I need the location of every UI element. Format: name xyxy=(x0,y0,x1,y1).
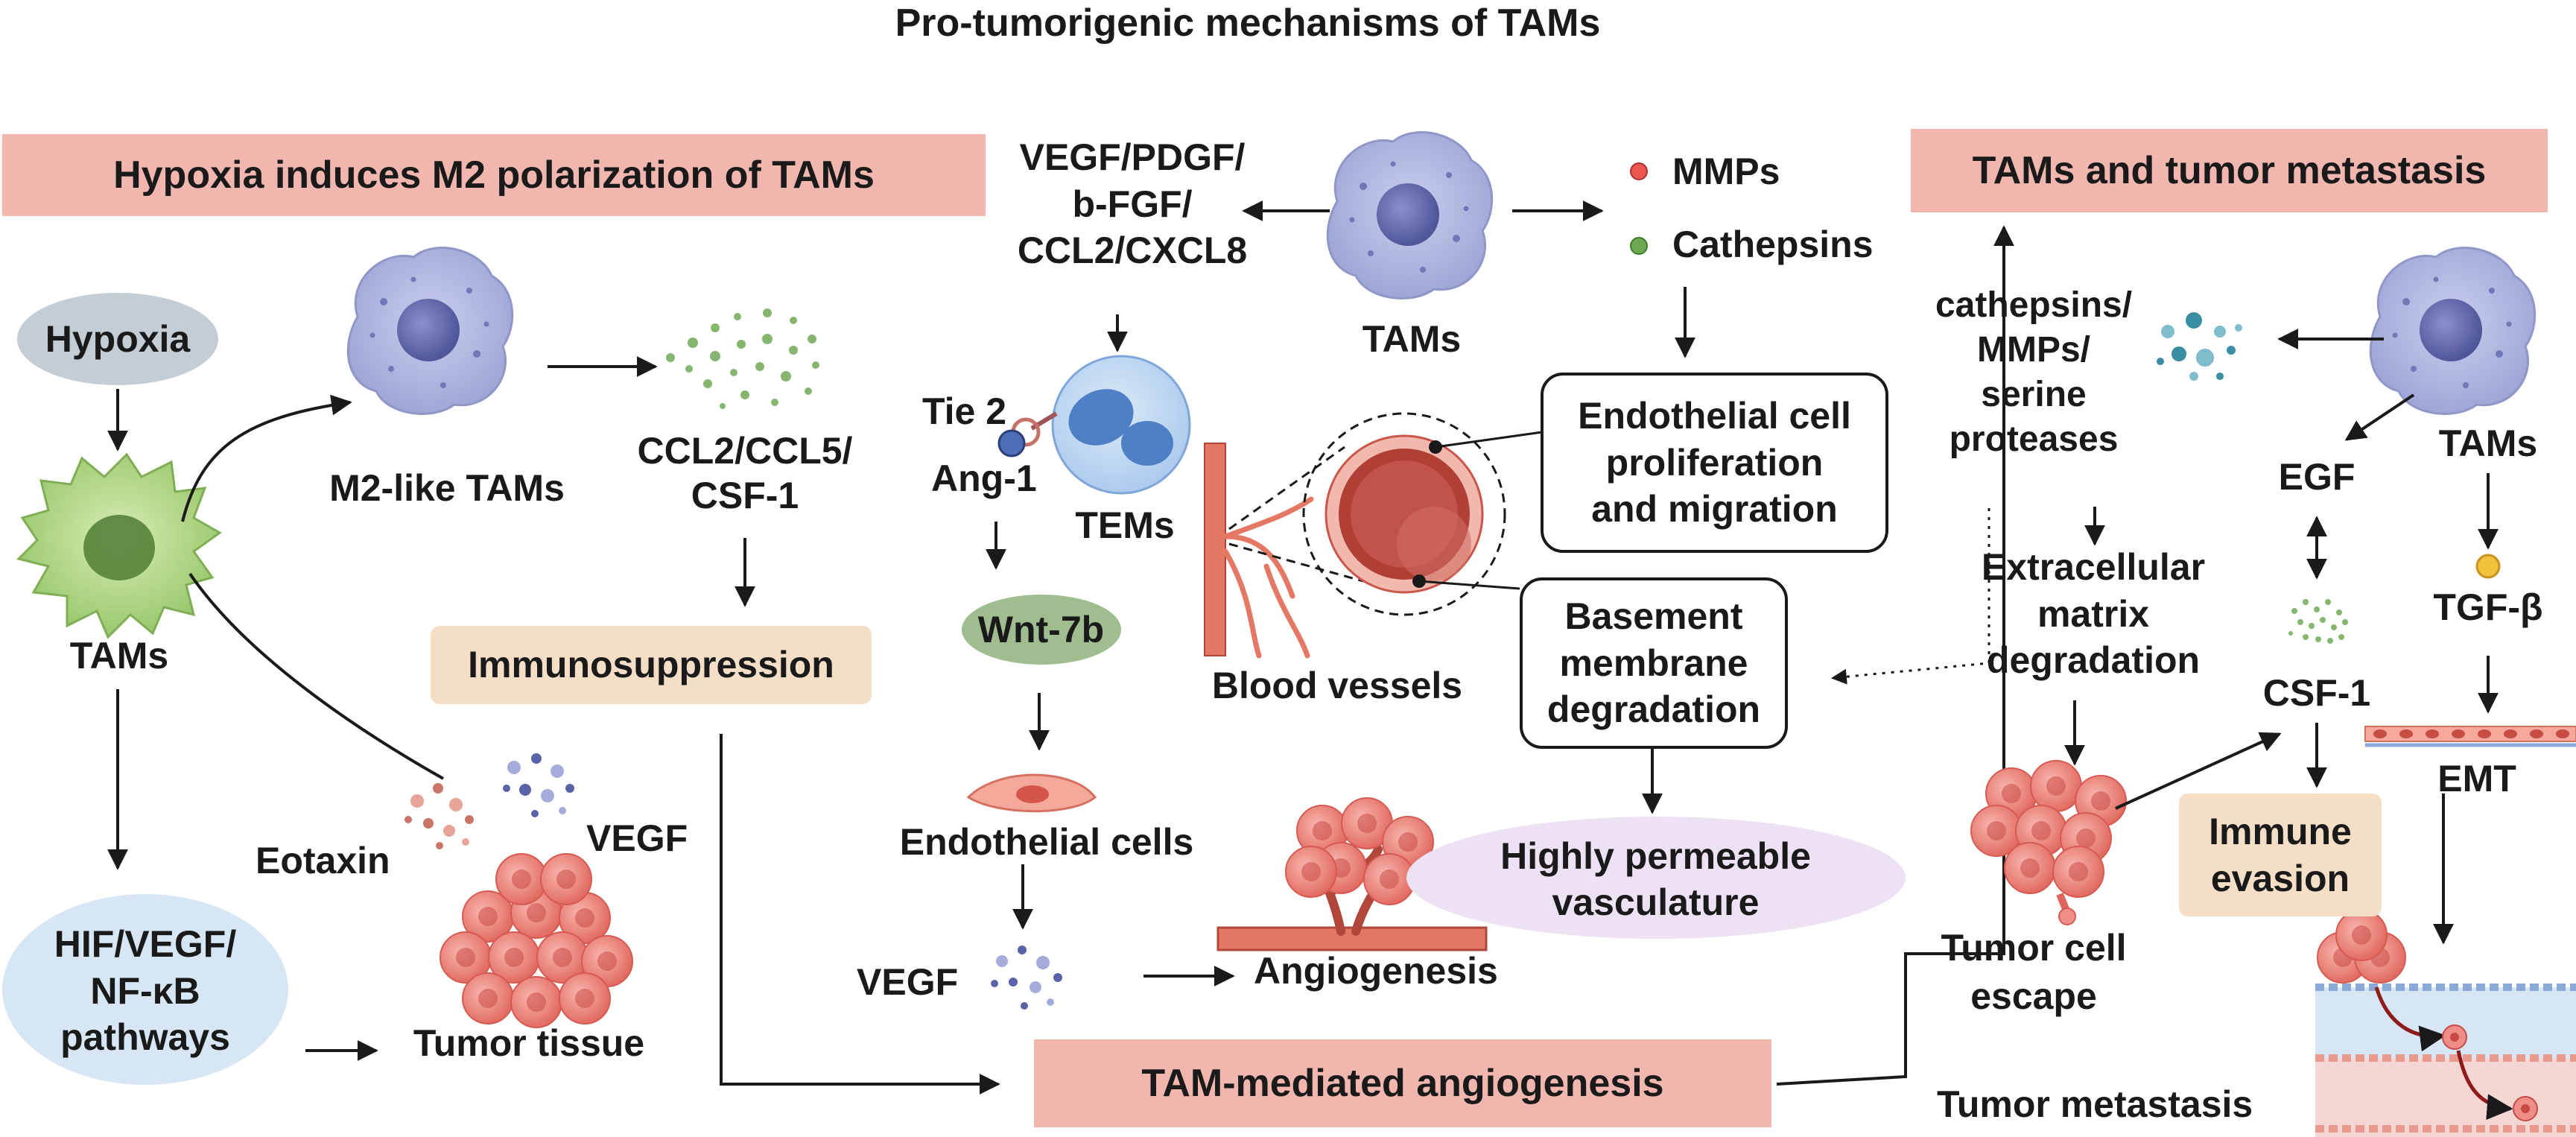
connector-basement xyxy=(1418,580,1520,590)
panel-header-hypoxia: Hypoxia induces M2 polarization of TAMs xyxy=(2,134,986,216)
tgfb-label: TGF-β xyxy=(2433,586,2543,628)
tems-label: TEMs xyxy=(1075,504,1175,546)
vegf-label-middle: VEGF xyxy=(857,961,959,1003)
mmps-label: MMPs xyxy=(1672,151,1780,192)
immune-evasion-box: Immune evasion xyxy=(2179,794,2382,916)
vegf-particles-left xyxy=(503,753,574,817)
escape-label: Tumor cell escape xyxy=(1941,927,2127,1017)
hypoxia-label: Hypoxia xyxy=(45,317,191,360)
tgf-dot xyxy=(2475,554,2501,579)
vessel-cross-section xyxy=(1302,412,1506,616)
endothelial-cells-label: Endothelial cells xyxy=(899,821,1194,863)
m2-tams-label: M2-like TAMs xyxy=(329,467,565,509)
ang1-label: Ang-1 xyxy=(931,457,1037,499)
angiogenesis-vessel xyxy=(1216,797,1488,951)
endothelial-prolif-box: Endothelial cell proliferation and migra… xyxy=(1541,373,1888,553)
tams-cell-right xyxy=(2369,247,2537,415)
immunosuppression-box: Immunosuppression xyxy=(431,626,872,704)
zoom-line-top xyxy=(1228,446,1345,531)
csf1-label: CSF-1 xyxy=(2262,672,2371,714)
permeable-label: Highly permeable vasculature xyxy=(1500,834,1811,924)
vegf-label-left: VEGF xyxy=(586,817,688,859)
protease-particles xyxy=(2157,312,2242,381)
tems-cell xyxy=(997,355,1191,495)
wnt-pill xyxy=(962,595,1121,665)
diagram-title: Pro-tumorigenic mechanisms of TAMs xyxy=(895,1,1601,45)
mmp-dot xyxy=(1630,162,1648,180)
left-arrows xyxy=(107,356,1000,1095)
ccl-particles xyxy=(666,308,819,409)
cathepsins-label: Cathepsins xyxy=(1672,224,1874,265)
tams-cell-middle xyxy=(1326,131,1494,300)
vegf-particles-middle xyxy=(991,946,1062,1010)
ecm-label: Extracellular matrix degradation xyxy=(1981,546,2206,681)
middle-arrows xyxy=(986,200,2014,1086)
emt-label: EMT xyxy=(2437,758,2516,799)
basement-box: Basement membrane degradation xyxy=(1520,577,1788,749)
escape-tumor-cluster xyxy=(1970,760,2127,925)
blood-vessel xyxy=(1204,443,1314,659)
egf-label: EGF xyxy=(2278,456,2355,498)
pathways-label: HIF/VEGF/ NF-κB pathways xyxy=(54,923,237,1059)
emt-strip xyxy=(2364,726,2576,747)
ccl-label: CCL2/CCL5/ CSF-1 xyxy=(637,430,853,516)
metastasis-label: Tumor metastasis xyxy=(1937,1083,2253,1125)
permeable-pill xyxy=(1406,817,1906,939)
tam-to-tumor-line xyxy=(188,572,444,780)
factors-label: VEGF/PDGF/ b-FGF/ CCL2/CXCL8 xyxy=(1017,136,1248,271)
hypoxia-pill xyxy=(17,293,218,385)
pathways-pill xyxy=(2,894,288,1085)
zoom-line-bottom xyxy=(1228,542,1364,583)
endothelial-cell xyxy=(966,773,1097,813)
tams-label-middle: TAMs xyxy=(1362,318,1462,360)
tumor-tissue-label: Tumor tissue xyxy=(413,1022,645,1064)
tumor-tissue xyxy=(440,853,633,1028)
connector-prolif xyxy=(1435,431,1543,449)
proteases-label: cathepsins/ MMPs/ serine proteases xyxy=(1935,285,2133,459)
eotaxin-particles xyxy=(405,783,474,849)
tie2-label: Tie 2 xyxy=(922,390,1007,432)
tams-label-left: TAMs xyxy=(69,635,169,677)
wnt-label: Wnt-7b xyxy=(977,609,1105,651)
blood-vessels-label: Blood vessels xyxy=(1211,665,1463,706)
right-arrows xyxy=(2064,329,2499,945)
tams-label-right: TAMs xyxy=(2438,422,2538,464)
cathepsin-dot xyxy=(1630,237,1648,255)
panel-header-angiogenesis: TAM-mediated angiogenesis xyxy=(1034,1039,1771,1127)
angiogenesis-label: Angiogenesis xyxy=(1254,950,1498,992)
csf1-particles xyxy=(2288,599,2348,644)
dotted-arrow xyxy=(1830,508,1990,685)
green-tam-cell xyxy=(16,452,222,639)
m2-tam-cell xyxy=(346,247,514,415)
metastasis-illustration xyxy=(2315,909,2576,1137)
panel-header-metastasis: TAMs and tumor metastasis xyxy=(1911,129,2548,212)
eotaxin-label: Eotaxin xyxy=(256,840,390,881)
